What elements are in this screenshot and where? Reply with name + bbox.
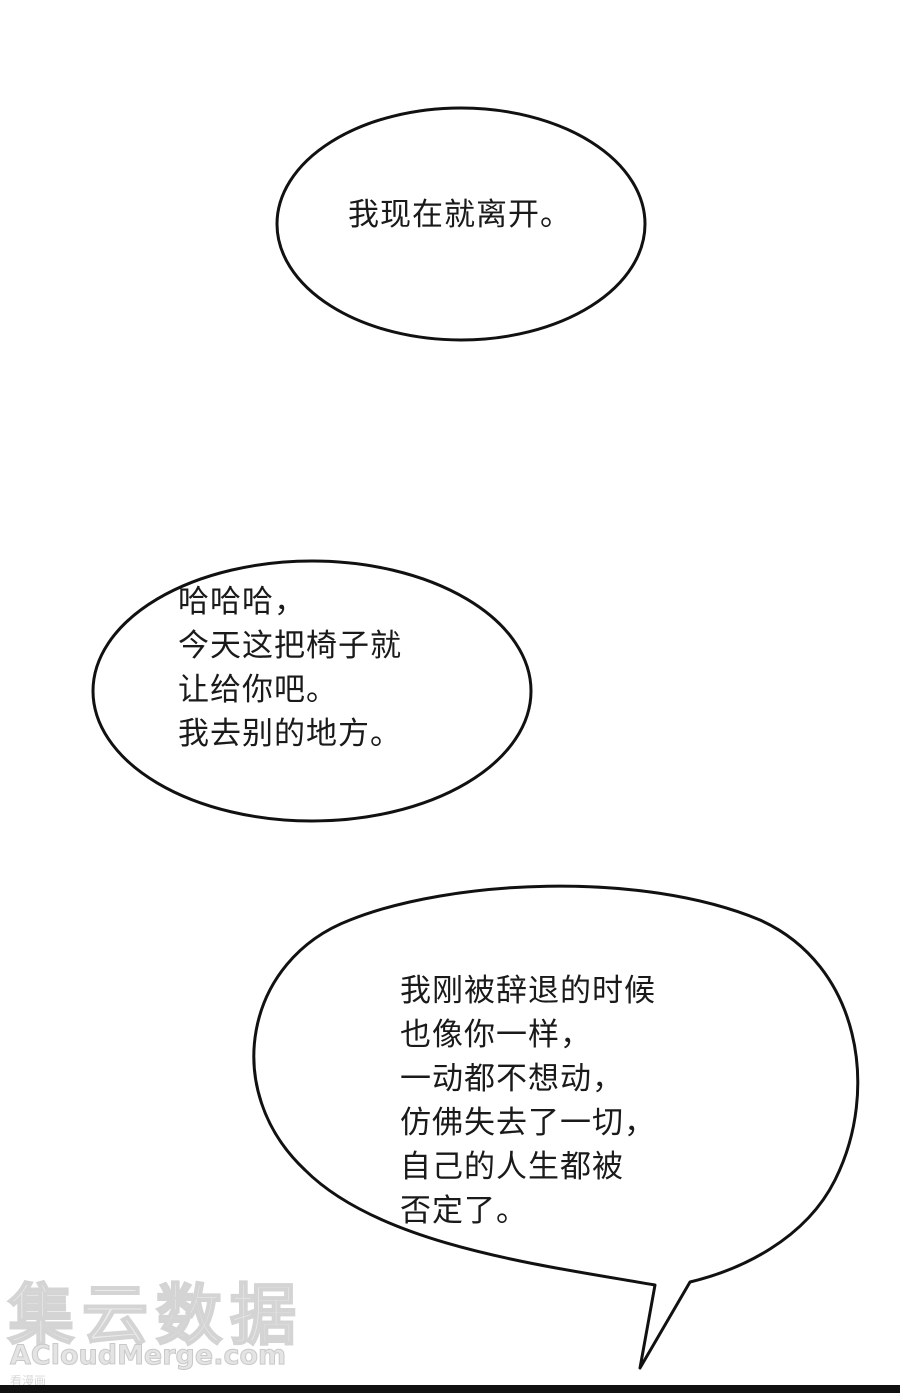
bubble-line: 一动都不想动， bbox=[400, 1061, 624, 1097]
speech-bubble-3-text: 我刚被辞退的时候 也像你一样， 一动都不想动， 仿佛失去了一切， 自己的人生都被… bbox=[400, 969, 656, 1233]
bubble-line: 仿佛失去了一切， bbox=[400, 1105, 656, 1141]
bottom-border bbox=[0, 1385, 900, 1393]
bubble-line: 让给你吧。 bbox=[178, 672, 338, 708]
watermark-side-text: 看漫画 bbox=[10, 1374, 47, 1388]
bubble-line: 我刚被辞退的时候 bbox=[400, 973, 656, 1009]
speech-bubble-2-text: 哈哈哈， 今天这把椅子就 让给你吧。 我去别的地方。 bbox=[178, 580, 402, 756]
speech-bubble-3 bbox=[252, 884, 860, 1370]
watermark-chinese: 集云数据 bbox=[7, 1276, 304, 1355]
bubble-line: 我去别的地方。 bbox=[178, 716, 402, 752]
watermark: 集云数据 ACloudMerge.com 看漫画 bbox=[6, 1262, 386, 1392]
speech-bubble-2 bbox=[91, 559, 533, 823]
bubble-line: 否定了。 bbox=[400, 1193, 528, 1229]
bubble-line: 今天这把椅子就 bbox=[178, 628, 402, 664]
bubble-line: 哈哈哈， bbox=[178, 584, 306, 620]
bubble-line: 自己的人生都被 bbox=[400, 1149, 624, 1185]
watermark-english: ACloudMerge.com bbox=[9, 1340, 287, 1372]
bubble-line: 我现在就离开。 bbox=[348, 197, 572, 233]
speech-bubble-1-text: 我现在就离开。 bbox=[348, 193, 572, 237]
bubble-line: 也像你一样， bbox=[400, 1017, 592, 1053]
speech-bubble-1 bbox=[275, 106, 647, 342]
